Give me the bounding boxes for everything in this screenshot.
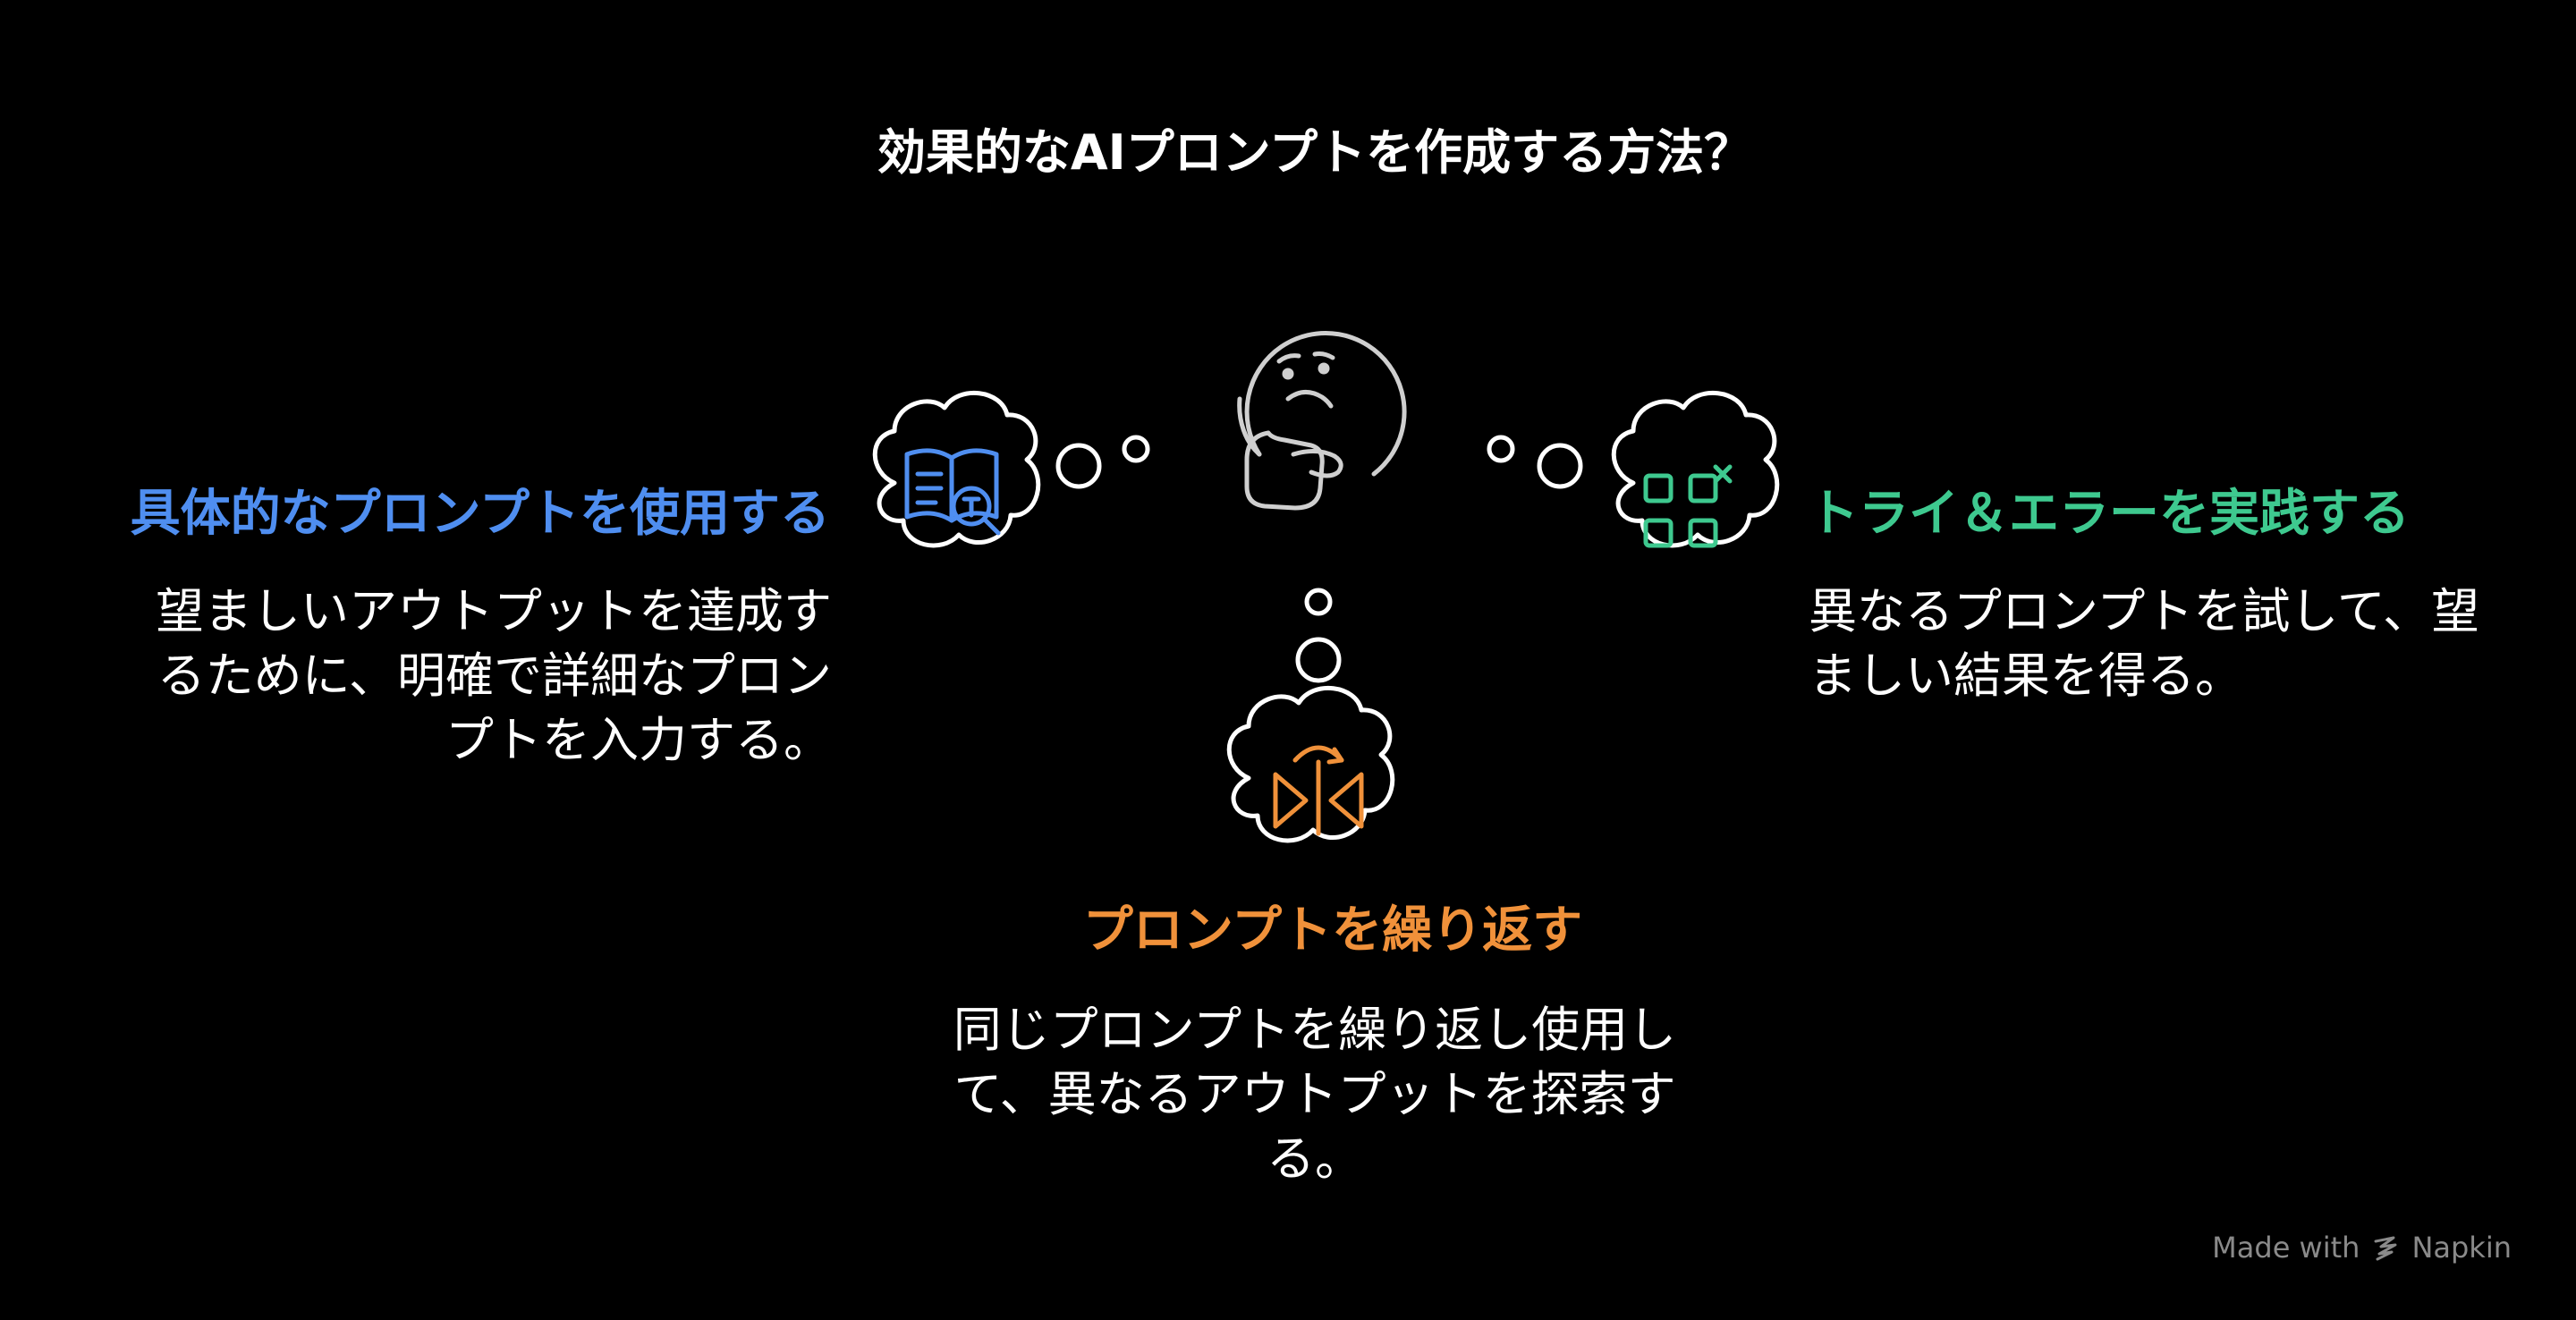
- made-with-napkin-watermark[interactable]: Made with Napkin: [2212, 1231, 2512, 1265]
- description-trial-and-error: 異なるプロンプトを試して、望ましい結果を得る。: [1809, 583, 2480, 704]
- diagram-title: 効果的なAIプロンプトを作成する方法？: [877, 124, 1753, 181]
- watermark-brand: Napkin: [2411, 1231, 2512, 1265]
- description-specific-prompt: 望ましいアウトプットを達成するために、明確で詳細なプロンプトを入力する。: [156, 583, 832, 768]
- thought-dots-left: [1055, 435, 1150, 489]
- grid-x-icon: [1611, 390, 1780, 548]
- heading-trial-and-error: トライ＆エラーを実践する: [1809, 485, 2410, 543]
- thought-dots-bottom: [1295, 588, 1342, 683]
- thinking-face-icon: [1237, 331, 1407, 511]
- thought-dots-right: [1487, 435, 1583, 489]
- heading-repeat-prompt: プロンプトを繰り返す: [1082, 901, 1583, 960]
- napkin-logo-icon: [2374, 1236, 2397, 1261]
- description-repeat-prompt: 同じプロンプトを繰り返し使用して、異なるアウトプットを探索する。: [953, 1002, 1677, 1187]
- heading-specific-prompt: 具体的なプロンプトを使用する: [130, 485, 830, 543]
- watermark-prefix: Made with: [2212, 1231, 2360, 1265]
- book-magnifier-icon: [872, 390, 1041, 548]
- mirror-arrow-icon: [1226, 685, 1395, 843]
